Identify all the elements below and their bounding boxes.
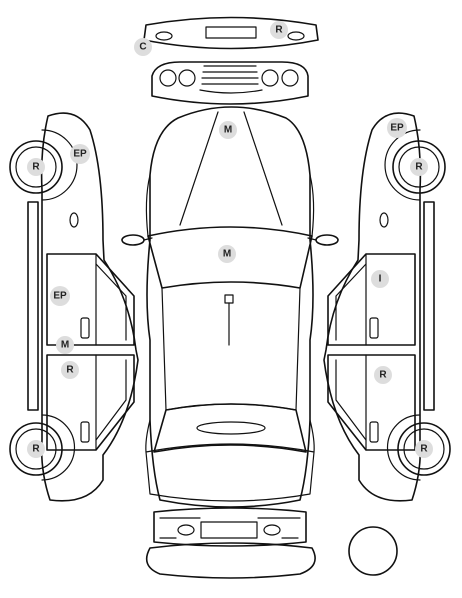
- windshield: [147, 226, 313, 289]
- antenna: [224, 294, 234, 304]
- right-rear-wheel[interactable]: [397, 422, 451, 476]
- marker-left-front-wheel[interactable]: R: [27, 158, 45, 176]
- marker-right-front-fender[interactable]: EP: [387, 118, 407, 138]
- marker-label: R: [420, 444, 428, 455]
- rear-bumper[interactable]: [145, 542, 316, 579]
- marker-label: R: [32, 444, 40, 455]
- marker-front-bumper-right[interactable]: R: [270, 21, 288, 39]
- left-side-view[interactable]: [27, 112, 139, 502]
- marker-label: M: [224, 125, 232, 136]
- left-sill-strip: [27, 201, 39, 411]
- left-front-wheel[interactable]: [9, 140, 63, 194]
- right-rear-door: [327, 354, 416, 451]
- marker-label: R: [275, 25, 283, 36]
- marker-label: R: [66, 365, 74, 376]
- front-fascia[interactable]: [151, 61, 309, 105]
- marker-label: EP: [73, 149, 87, 160]
- marker-label: C: [139, 42, 146, 53]
- marker-label: EP: [53, 291, 67, 302]
- marker-label: M: [223, 249, 231, 260]
- car-body[interactable]: [121, 106, 339, 508]
- marker-label: M: [61, 340, 69, 351]
- trunk: [145, 443, 315, 502]
- right-front-wheel[interactable]: [392, 140, 446, 194]
- front-bumper[interactable]: [143, 16, 319, 50]
- right-front-door: [327, 253, 416, 346]
- marker-bonnet[interactable]: M: [219, 121, 237, 139]
- roof: [161, 287, 301, 411]
- marker-right-front-wheel[interactable]: R: [410, 158, 428, 176]
- marker-label: R: [32, 162, 40, 173]
- left-rear-wheel[interactable]: [9, 422, 63, 476]
- left-mirror: [121, 234, 145, 246]
- marker-left-rear-door[interactable]: R: [61, 361, 79, 379]
- marker-label: R: [415, 162, 423, 173]
- marker-label: EP: [390, 123, 404, 134]
- marker-right-rear-door[interactable]: R: [374, 366, 392, 384]
- marker-label: I: [379, 274, 382, 285]
- rear-window: [153, 403, 307, 453]
- left-rear-door: [46, 354, 135, 451]
- right-fuel-cap: [379, 212, 389, 228]
- marker-right-front-door[interactable]: I: [371, 270, 389, 288]
- marker-windshield[interactable]: M: [218, 245, 236, 263]
- spare-wheel[interactable]: [348, 526, 398, 576]
- marker-left-sill[interactable]: M: [56, 336, 74, 354]
- right-sill-strip: [423, 201, 435, 411]
- marker-left-front-door[interactable]: EP: [50, 286, 70, 306]
- marker-left-front-fender[interactable]: EP: [70, 144, 90, 164]
- left-fuel-cap: [69, 212, 79, 228]
- marker-label: R: [379, 370, 387, 381]
- rear-fascia[interactable]: [153, 507, 307, 547]
- marker-right-rear-wheel[interactable]: R: [415, 440, 433, 458]
- left-front-door: [46, 253, 135, 346]
- right-mirror: [315, 234, 339, 246]
- marker-left-rear-wheel[interactable]: R: [27, 440, 45, 458]
- marker-front-bumper-left[interactable]: C: [134, 38, 152, 56]
